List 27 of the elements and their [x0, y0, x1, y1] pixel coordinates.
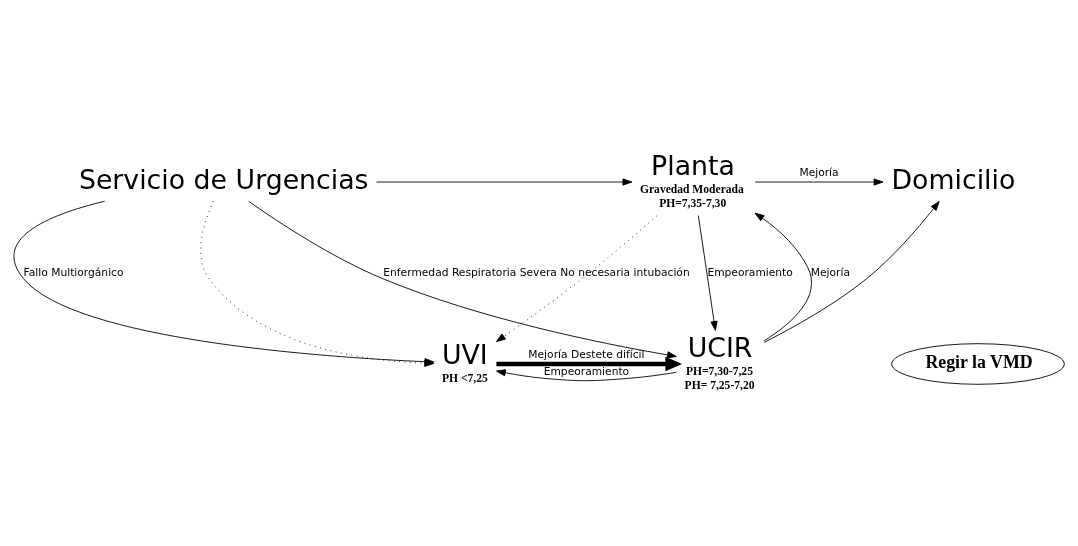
arrow: [376, 178, 633, 186]
edge-label: Empeoramiento: [707, 265, 793, 279]
node-label: PH <7,25: [441, 372, 488, 386]
edge-label: Fallo Multiorgánico: [23, 265, 124, 279]
node-label: PH= 7,25-7,20: [684, 379, 755, 393]
node-text: UVI: [441, 338, 488, 370]
edge-label: Mejoría Destete difícil: [528, 348, 645, 362]
arrow: [763, 201, 940, 343]
arrow: [754, 212, 812, 342]
arrow: [496, 369, 677, 382]
edge-label: Mejoría: [810, 265, 851, 279]
node-ellipse: Regir la VMD: [891, 343, 1065, 385]
edge-label: Enfermedad Respiratoria Severa No necesaria intubación: [383, 265, 690, 279]
node-text: UCIR: [687, 331, 753, 363]
arrow: [697, 215, 718, 331]
node-text: Servicio de Urgencias: [78, 164, 369, 196]
arrow: [496, 215, 658, 343]
node-text: Domicilio: [891, 164, 1016, 196]
arrow: [248, 200, 677, 359]
edge-label: Empeoramiento: [543, 365, 630, 379]
node-label: PH=7,30-7,25: [685, 365, 753, 379]
arrow: [496, 356, 683, 372]
node-text: Planta: [651, 149, 735, 181]
node-label: Gravedad Moderada: [639, 183, 744, 197]
node-label: PH=7,35-7,30: [659, 197, 727, 211]
edge-label: Mejoría: [799, 166, 839, 180]
arrow: [754, 178, 884, 186]
